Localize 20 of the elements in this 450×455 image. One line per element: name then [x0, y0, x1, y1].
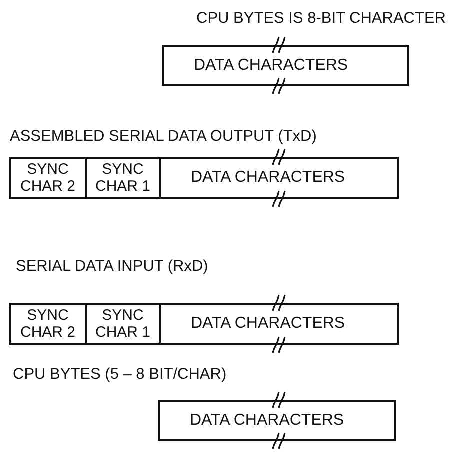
cell-text: DATA CHARACTERS: [190, 169, 346, 187]
sync-char-cell: [85, 157, 161, 199]
cell-text: SYNC CHAR 2: [19, 161, 76, 195]
row-heading: CPU BYTES (5 – 8 BIT/CHAR): [13, 366, 227, 384]
cell-text: DATA CHARACTERS: [190, 315, 346, 333]
cell-text: SYNC CHAR 1: [94, 307, 152, 341]
data-characters-box: [162, 45, 409, 86]
sync-char-cell: [9, 157, 87, 199]
row-heading: ASSEMBLED SERIAL DATA OUTPUT (TxD): [10, 128, 317, 146]
cell-text: DATA CHARACTERS: [193, 56, 348, 74]
row-heading: CPU BYTES IS 8-BIT CHARACTER: [196, 10, 446, 28]
cell-text: DATA CHARACTERS: [189, 412, 344, 430]
data-characters-box: [159, 303, 399, 345]
data-characters-box: [159, 157, 399, 199]
row-heading: SERIAL DATA INPUT (RxD): [16, 258, 208, 276]
sync-char-cell: [85, 303, 161, 345]
cell-text: SYNC CHAR 2: [19, 307, 76, 341]
data-characters-box: [158, 400, 396, 441]
sync-char-cell: [9, 303, 87, 345]
cell-text: SYNC CHAR 1: [94, 161, 152, 195]
